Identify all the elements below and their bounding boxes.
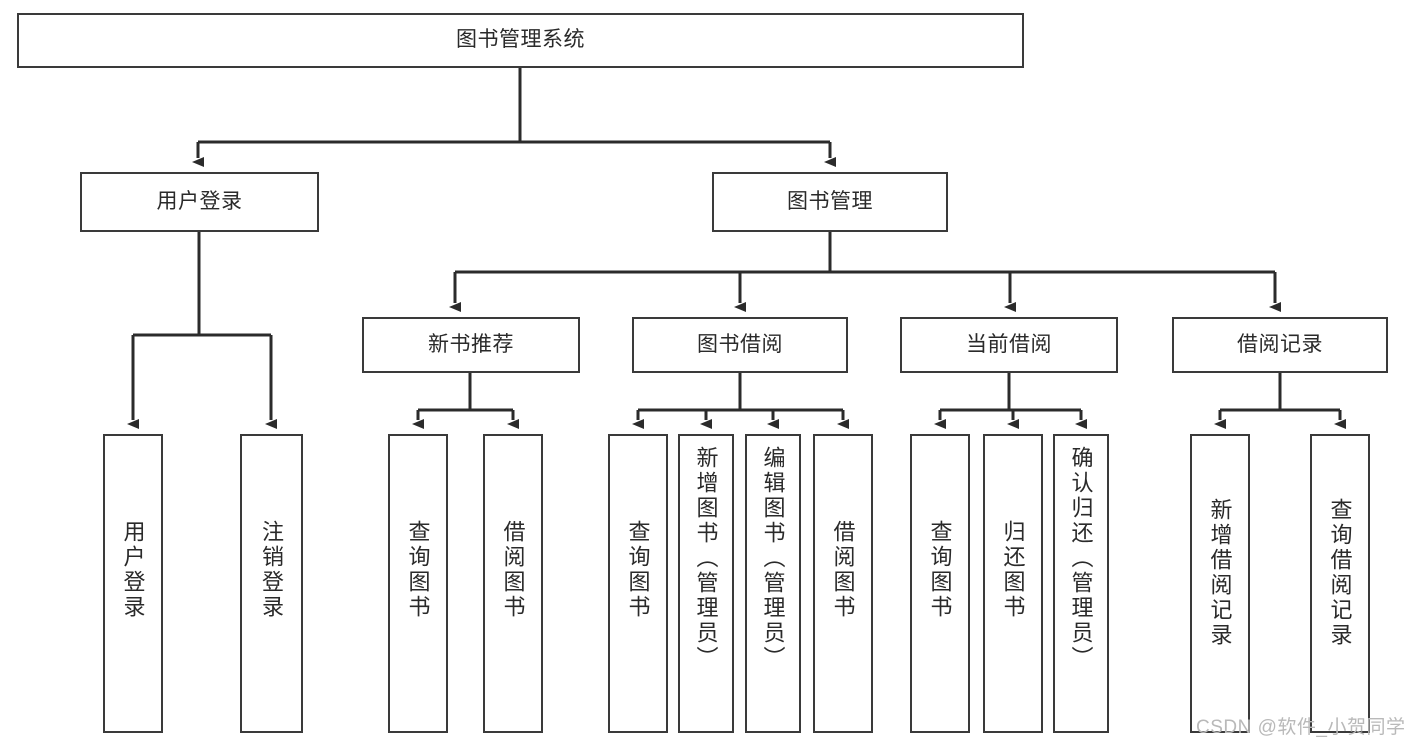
node-label: 归还图书 [1000,520,1026,620]
node-label: 新增图书（管理员） [693,446,719,671]
leaf-confirm-return-admin[interactable]: 确认归还（管理员） [1053,434,1109,733]
node-new-book-recommend[interactable]: 新书推荐 [362,317,580,373]
node-label: 用户登录 [156,189,243,213]
node-book-management[interactable]: 图书管理 [712,172,948,232]
node-label: 注销登录 [259,520,285,620]
node-user-login[interactable]: 用户登录 [80,172,319,232]
node-root-system[interactable]: 图书管理系统 [17,13,1024,68]
leaf-edit-book-admin[interactable]: 编辑图书（管理员） [745,434,801,733]
node-label: 借阅图书 [830,520,856,620]
leaf-return-book[interactable]: 归还图书 [983,434,1043,733]
node-label: 查询图书 [927,520,953,620]
leaf-add-book-admin[interactable]: 新增图书（管理员） [678,434,734,733]
node-book-borrow[interactable]: 图书借阅 [632,317,848,373]
node-borrow-records[interactable]: 借阅记录 [1172,317,1388,373]
leaf-query-book-recommend[interactable]: 查询图书 [388,434,448,733]
node-label: 新书推荐 [428,332,514,356]
node-label: 借阅图书 [500,520,526,620]
leaf-query-borrow-record[interactable]: 查询借阅记录 [1310,434,1370,733]
node-label: 查询图书 [625,520,651,620]
node-label: 编辑图书（管理员） [760,446,786,671]
leaf-query-book-borrow[interactable]: 查询图书 [608,434,668,733]
node-label: 图书管理系统 [456,28,585,52]
node-label: 用户登录 [120,520,146,620]
node-label: 查询借阅记录 [1327,498,1353,648]
leaf-user-login[interactable]: 用户登录 [103,434,163,733]
node-label: 借阅记录 [1237,332,1323,356]
leaf-query-book-current[interactable]: 查询图书 [910,434,970,733]
watermark-text: CSDN @软件_小贺同学 [1196,717,1405,738]
node-label: 当前借阅 [966,332,1052,356]
node-label: 查询图书 [405,520,431,620]
leaf-borrow-book[interactable]: 借阅图书 [813,434,873,733]
node-label: 新增借阅记录 [1207,498,1233,648]
leaf-add-borrow-record[interactable]: 新增借阅记录 [1190,434,1250,733]
node-label: 图书借阅 [697,332,783,356]
node-label: 确认归还（管理员） [1068,446,1094,671]
node-current-borrow[interactable]: 当前借阅 [900,317,1118,373]
leaf-logout-login[interactable]: 注销登录 [240,434,303,733]
leaf-borrow-book-recommend[interactable]: 借阅图书 [483,434,543,733]
node-label: 图书管理 [787,189,873,213]
